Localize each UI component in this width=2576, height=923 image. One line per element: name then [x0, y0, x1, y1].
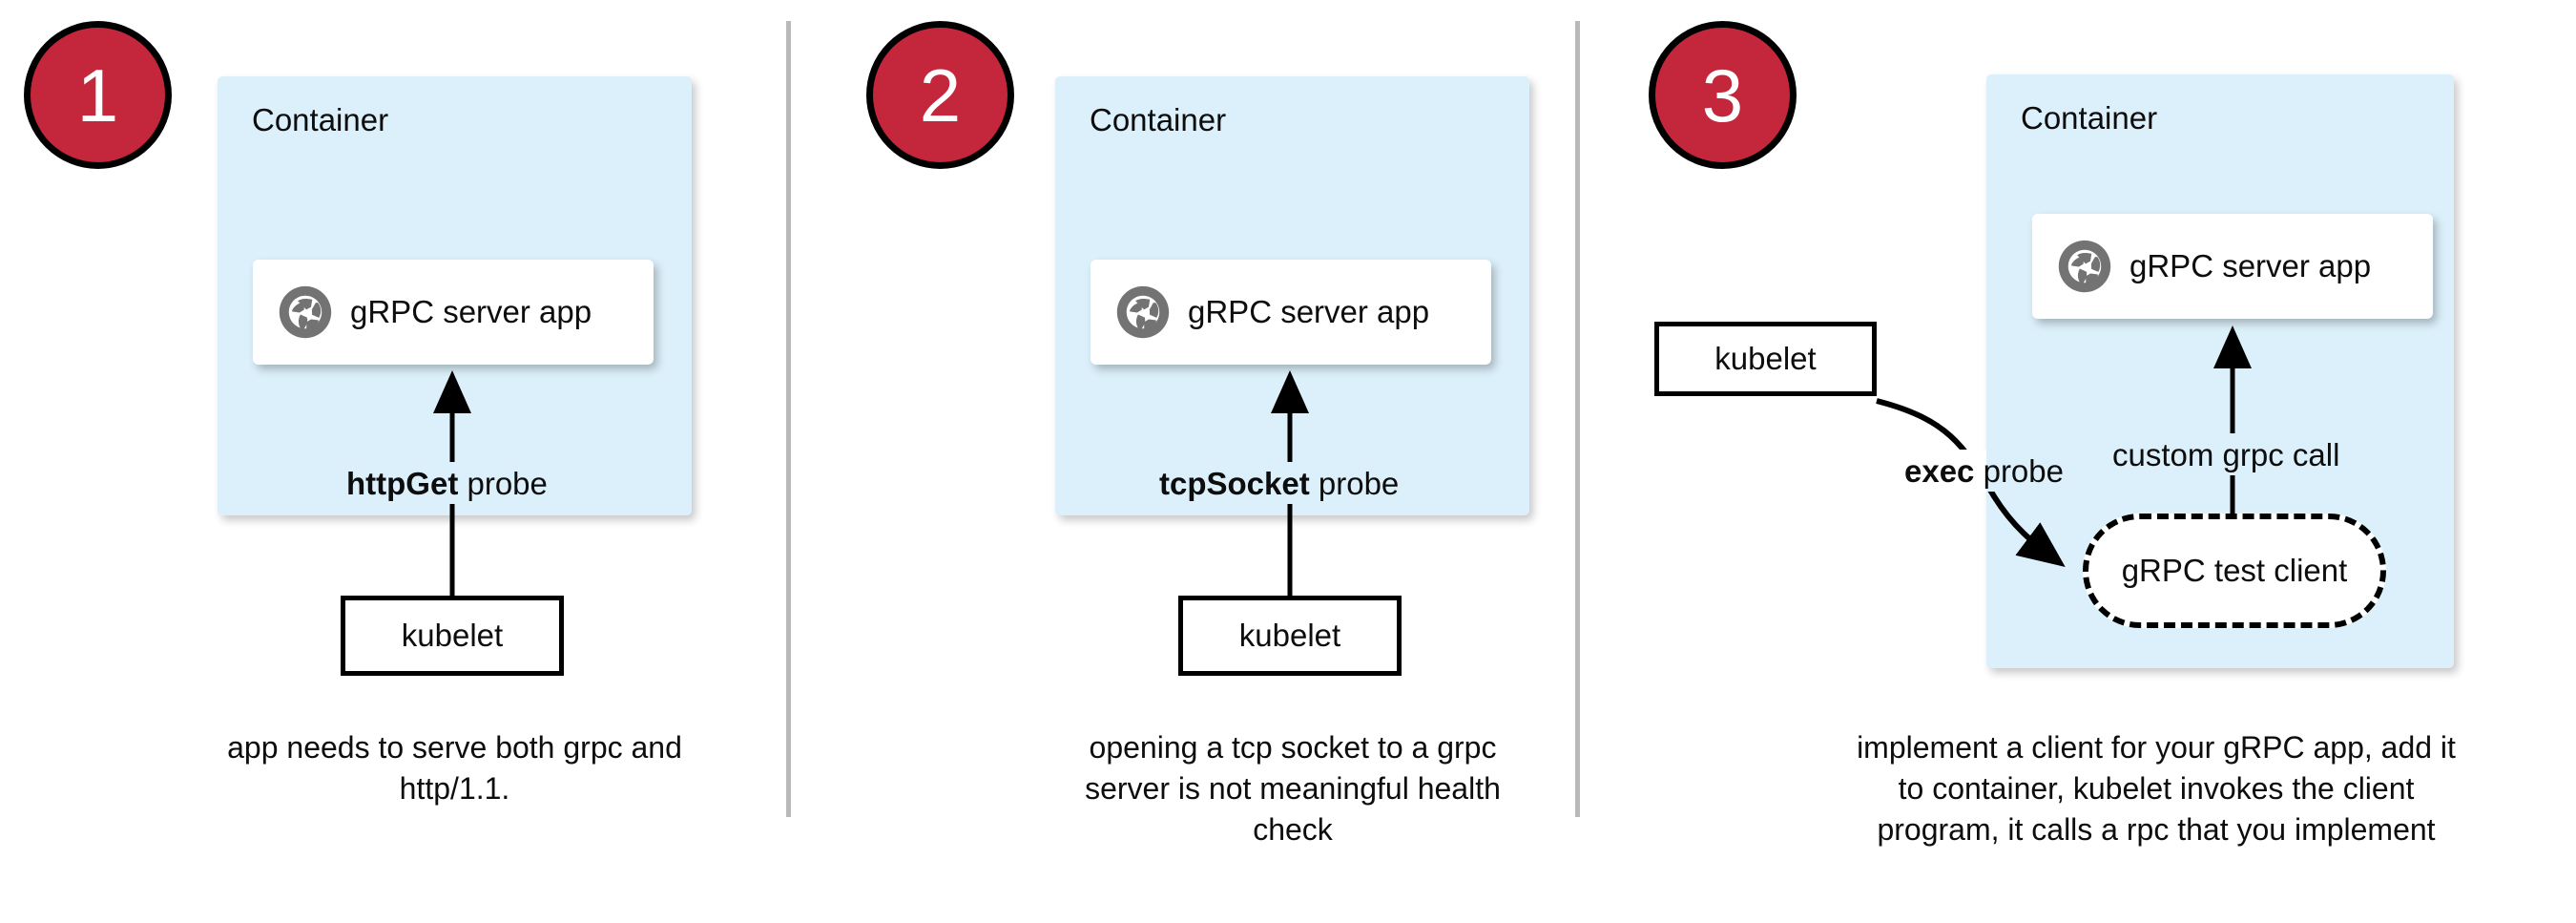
probe-type-emphasis: exec [1904, 453, 1975, 489]
panel-caption-2: opening a tcp socket to a grpc server is… [1085, 730, 1501, 847]
probe-type-emphasis: httpGet [346, 466, 459, 501]
panel-divider-2 [1575, 21, 1580, 817]
step-badge-number: 2 [919, 52, 962, 137]
panel-caption-1: app needs to serve both grpc and http/1.… [227, 730, 682, 806]
grpc-aperture-icon [279, 285, 332, 339]
kubelet-box-1: kubelet [341, 596, 564, 676]
kubelet-box-3: kubelet [1654, 322, 1877, 396]
step-badge-3: 3 [1649, 21, 1797, 169]
kubelet-label: kubelet [401, 618, 504, 653]
panel-divider-1 [786, 21, 791, 817]
tcpsocket-probe-label-top: tcpSocket probe [1159, 468, 1399, 499]
grpc-server-app-label: gRPC server app [1188, 294, 1430, 329]
exec-probe-label-top: exec probe [1904, 455, 2064, 487]
kubelet-label: kubelet [1714, 341, 1817, 376]
container-label: Container [1090, 102, 1227, 137]
probe-type-emphasis: tcpSocket [1159, 466, 1310, 501]
step-badge-number: 3 [1701, 52, 1744, 137]
kubelet-label: kubelet [1238, 618, 1341, 653]
probe-word: probe [458, 466, 548, 501]
container-label: Container [2021, 100, 2158, 136]
grpc-aperture-icon [1116, 285, 1170, 339]
grpc-aperture-icon [2058, 240, 2111, 293]
kubelet-box-2: kubelet [1178, 596, 1402, 676]
panel-caption-3: implement a client for your gRPC app, ad… [1857, 730, 2456, 847]
probe-word: probe [1974, 453, 2064, 489]
grpc-server-app-label: gRPC server app [350, 294, 592, 329]
container-label: Container [252, 102, 389, 137]
step-badge-2: 2 [866, 21, 1014, 169]
probe-word: probe [1309, 466, 1400, 501]
grpc-test-client-label: gRPC test client [2121, 553, 2348, 588]
grpc-test-client-box: gRPC test client [2083, 514, 2386, 628]
grpc-server-app-card-1: gRPC server app [253, 260, 654, 365]
grpc-server-app-label: gRPC server app [2129, 248, 2372, 283]
httpget-probe-label-top: httpGet probe [346, 468, 548, 499]
step-badge-1: 1 [24, 21, 172, 169]
grpc-server-app-card-3: gRPC server app [2032, 214, 2433, 319]
grpc-server-app-card-2: gRPC server app [1091, 260, 1491, 365]
step-badge-number: 1 [76, 52, 119, 137]
custom-grpc-call-label-top: custom grpc call [2112, 437, 2340, 472]
